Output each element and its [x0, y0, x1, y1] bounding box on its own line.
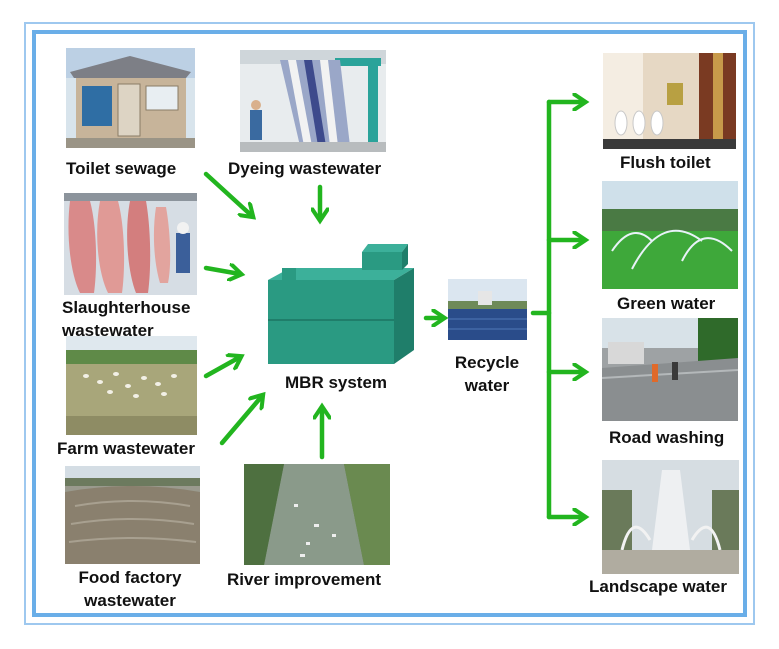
label-slaughterhouse: Slaughterhouse wastewater [62, 296, 190, 342]
arrow-farm [203, 357, 240, 379]
polluted-river-photo [244, 464, 390, 565]
mbr-tank [264, 238, 424, 366]
arrow-slaughter [203, 268, 240, 274]
label-recycle-water: Recycle water [444, 351, 530, 397]
label-farm-wastewater: Farm wastewater [57, 439, 195, 458]
label-recycle-line2: water [464, 376, 510, 395]
toilet-kiosk-photo [66, 48, 195, 148]
label-dyeing-wastewater: Dyeing wastewater [228, 159, 382, 178]
landscape-fountain-photo [602, 460, 739, 574]
slaughterhouse-photo [64, 193, 197, 295]
green-lawn-sprinkler-photo [602, 181, 738, 289]
label-slaughterhouse-line1: Slaughterhouse [62, 298, 191, 317]
label-river-improvement: River improvement [227, 570, 381, 589]
label-slaughterhouse-line2: wastewater [62, 321, 154, 340]
farm-ducks-photo [66, 336, 197, 435]
label-toilet-sewage: Toilet sewage [66, 159, 177, 178]
flush-toilet-photo [603, 53, 736, 149]
label-mbr-system: MBR system [285, 373, 388, 392]
label-food-factory-line1: Food factory [78, 568, 182, 587]
label-green-water: Green water [617, 294, 716, 313]
label-food-factory-line2: wastewater [84, 591, 176, 610]
dyeing-machine-photo [240, 50, 386, 152]
arrow-food [219, 396, 262, 446]
road-washing-photo [602, 318, 738, 421]
label-food-factory: Food factory wastewater [68, 566, 192, 612]
food-factory-pond-photo [65, 466, 200, 564]
arrow-toilet [203, 171, 252, 216]
recycle-water-photo [448, 279, 527, 340]
label-recycle-line1: Recycle [454, 353, 520, 372]
label-landscape-water: Landscape water [589, 577, 727, 596]
label-flush-toilet: Flush toilet [620, 153, 711, 172]
outer-frame [24, 22, 755, 625]
label-road-washing: Road washing [609, 428, 725, 447]
